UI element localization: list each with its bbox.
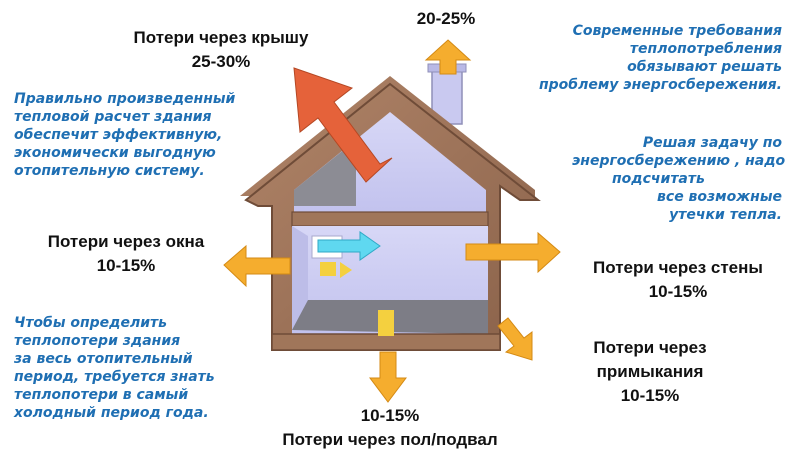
note-bottom-left-line: Чтобы определить [14,315,167,331]
junction-loss-title-1: Потери через [593,338,707,357]
floor-loss-title: Потери через пол/подвал [282,430,498,449]
floor-yellow-block [378,310,394,336]
junction-arrow [497,317,533,361]
note-top-right-line: обязывают решать [627,59,782,75]
floor-slab [291,211,489,227]
wall-loss-value: 10-15% [648,282,708,301]
floor-arrow [369,351,407,403]
room-left-shade [292,226,308,330]
indoor-airflow-arrow [317,231,381,261]
note-top-left-line: отопительную систему. [14,163,205,179]
note-bottom-left-line: теплопотери в самый [14,387,189,403]
chimney-loss-label: 20-25% [396,8,496,30]
note-mid-right: Решая задачу по энергосбережению , надо … [572,134,786,224]
window-loss-title: Потери через окна [47,232,205,251]
note-top-right: Современные требования теплопотребления … [530,22,782,94]
note-top-left-line: Правильно произведенный [14,91,236,107]
note-top-right-line: проблему энергосбережения. [538,77,782,93]
note-top-left-line: обеспечит эффективную, [14,127,223,143]
roof-loss-title: Потери через крышу [133,28,309,47]
note-mid-right-line: энергосбережению , надо [572,153,786,169]
note-mid-right-line: подсчитать [612,171,705,187]
note-top-left-line: экономически выгодную [14,145,216,161]
note-mid-right-line: утечки тепла. [669,207,782,223]
note-top-left: Правильно произведенный тепловой расчет … [14,90,276,180]
wall-arrow [465,231,561,274]
chimney-loss-value: 20-25% [416,9,476,28]
note-bottom-left-line: за весь отопительный [14,351,193,367]
chimney-arrow [424,39,472,75]
note-bottom-left: Чтобы определить теплопотери здания за в… [14,314,276,422]
window-yellow-block [320,262,336,276]
junction-loss-label: Потери через примыкания 10-15% [566,336,734,408]
window-loss-label: Потери через окна 10-15% [26,230,226,278]
note-mid-right-line: все возможные [657,189,782,205]
floor-loss-label: 10-15% Потери через пол/подвал [250,404,530,452]
note-top-left-line: тепловой расчет здания [14,109,212,125]
note-top-right-line: Современные требования [572,23,782,39]
roof-loss-value: 25-30% [191,52,251,71]
window-arrow [223,244,291,288]
window-loss-value: 10-15% [96,256,156,275]
wall-loss-title: Потери через стены [593,258,763,277]
note-bottom-left-line: период, требуется знать [14,369,215,385]
attic-shade [294,140,356,206]
note-mid-right-line: Решая задачу по [642,135,782,151]
note-top-right-line: теплопотребления [629,41,782,57]
junction-loss-value: 10-15% [620,386,680,405]
floor-loss-value: 10-15% [360,406,420,425]
roof-arrow [293,67,393,183]
window-yellow-arrow [340,262,352,278]
house-base [271,333,501,351]
note-bottom-left-line: холодный период года. [14,405,209,421]
junction-loss-title-2: примыкания [596,362,704,381]
wall-loss-label: Потери через стены 10-15% [574,256,782,304]
roof-loss-label: Потери через крышу 25-30% [96,26,346,74]
note-bottom-left-line: теплопотери здания [14,333,181,349]
